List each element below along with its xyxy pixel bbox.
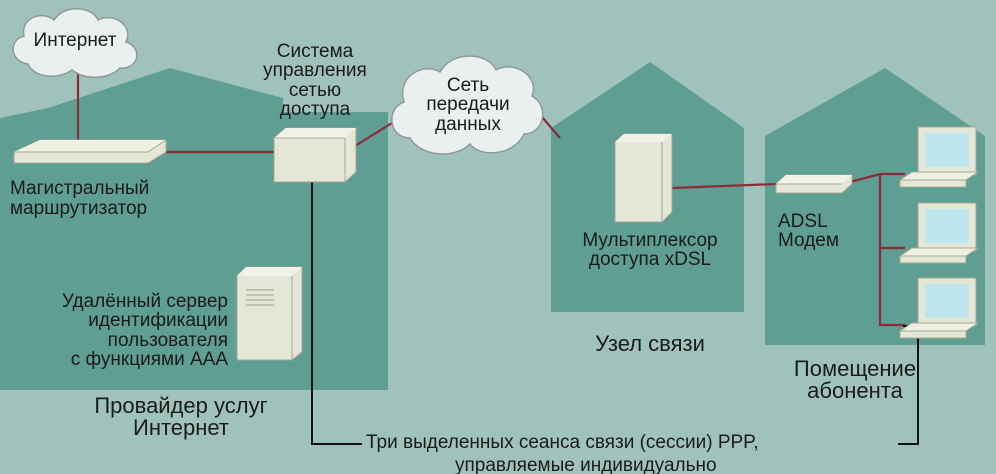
subscriber-computer-3 (898, 277, 980, 339)
network-links (76, 70, 905, 327)
backbone-router-device (13, 139, 167, 164)
data-network-cloud (391, 55, 544, 155)
aaa-server-device (236, 266, 303, 361)
subscriber-computer-2 (898, 202, 980, 264)
access-management-device (273, 127, 357, 183)
exchange-node-label: Узел связи (595, 331, 705, 356)
link-dslam-modem (671, 182, 777, 190)
data-network-label: Сеть передачи данных (426, 75, 510, 135)
dslam-label: Мультиплексор доступа xDSL (582, 230, 718, 271)
adsl-modem-device (775, 174, 853, 194)
internet-cloud (12, 8, 138, 78)
subscriber-computer-1 (898, 126, 980, 188)
backbone-router-label: Магистральный маршрутизатор (10, 178, 150, 219)
subscriber-premises-label: Помещение абонента (793, 356, 917, 403)
ppp-sessions-label: Три выделенных сеанса связи (сессии) PPP… (366, 432, 759, 453)
access-management-label: Система управления сетью доступа (263, 41, 367, 121)
link-modem-computers (849, 172, 905, 327)
adsl-modem-label: ADSL Модем (778, 211, 839, 251)
aaa-server-label: Удалённый сервер идентификации пользоват… (61, 291, 228, 371)
internet-label: Интернет (33, 30, 117, 51)
dslam-device (614, 133, 673, 223)
isp-label: Провайдер услуг Интернет (94, 393, 268, 440)
ppp-sessions-label-2: управляемые индивидуально (455, 455, 717, 474)
